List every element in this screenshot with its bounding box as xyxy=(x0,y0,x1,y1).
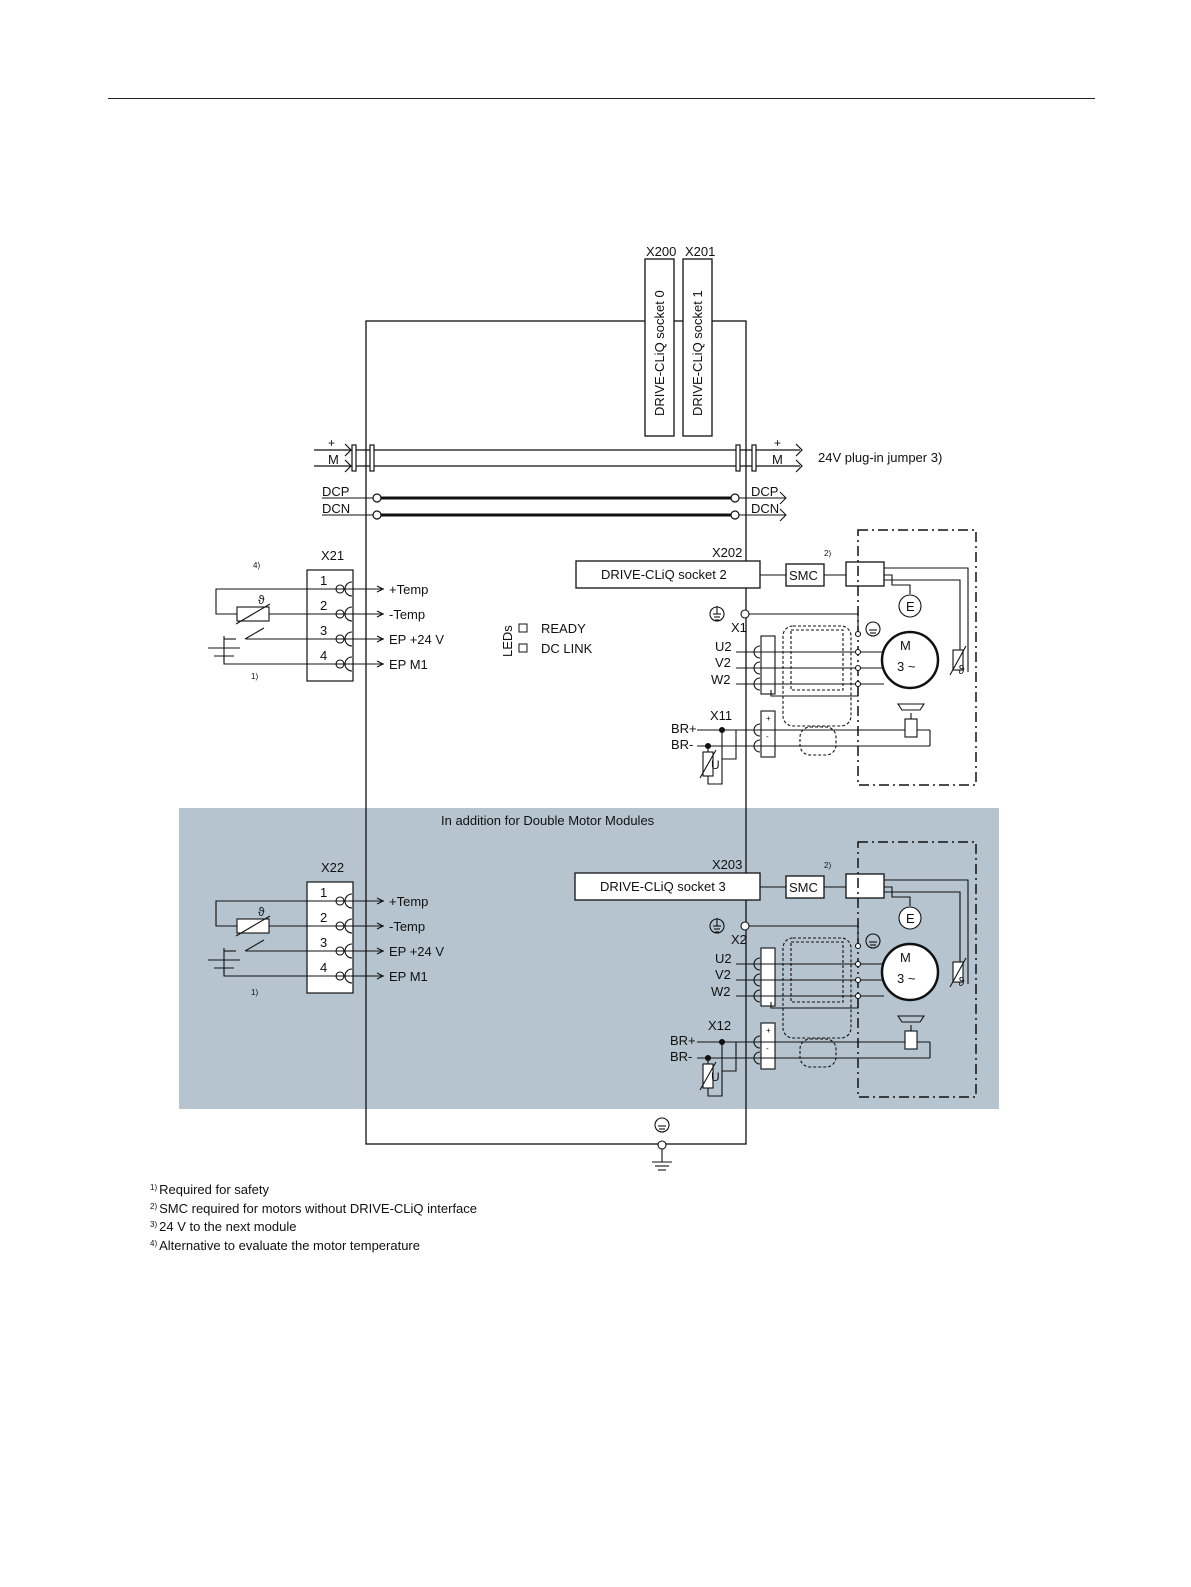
motor-1-phase: 3 ~ xyxy=(897,659,916,674)
motor-2-theta: ϑ xyxy=(958,975,965,989)
x12-label: X12 xyxy=(708,1018,731,1033)
x202-label: X202 xyxy=(712,545,742,560)
encoder-1-label: E xyxy=(906,599,915,614)
x22-pin2: 2 xyxy=(320,910,327,925)
leds-title: LEDs xyxy=(500,625,515,657)
x22-label: X22 xyxy=(321,860,344,875)
x22-ref1: 1) xyxy=(251,988,258,997)
br-plus-2: BR+ xyxy=(670,1033,696,1048)
x21-pin4: 4 xyxy=(320,648,327,663)
bus-plus-left: + xyxy=(328,436,335,450)
x22-temp-plus: +Temp xyxy=(389,894,428,909)
drive-cliq-socket-1: DRIVE-CLiQ socket 1 xyxy=(682,258,713,437)
module-housing xyxy=(365,320,747,1145)
x11-plus: + xyxy=(766,714,771,723)
x21-ep24: EP +24 V xyxy=(389,632,444,647)
x21-pin2: 2 xyxy=(320,598,327,613)
motor-channel-2: X203 DRIVE-CLiQ socket 3 xyxy=(574,841,977,1098)
dcp-left: DCP xyxy=(322,484,349,499)
x21-temp-minus: -Temp xyxy=(389,607,425,622)
x22-pin1: 1 xyxy=(320,885,327,900)
jumper-label: 24V plug-in jumper 3) xyxy=(818,450,942,465)
motor-2-phase: 3 ~ xyxy=(897,971,916,986)
led-ready xyxy=(518,623,528,633)
dcp-right: DCP xyxy=(751,484,778,499)
module-ground xyxy=(652,1117,672,1171)
led-dclink xyxy=(518,643,528,653)
x21-ref4: 4) xyxy=(253,561,260,570)
br-minus-2: BR- xyxy=(670,1049,692,1064)
footnote-4: 4)Alternative to evaluate the motor temp… xyxy=(150,1237,420,1253)
double-motor-section xyxy=(179,808,999,1109)
motor-2-m: M xyxy=(900,950,911,965)
led-ready-label: READY xyxy=(541,621,586,636)
x21-theta: ϑ xyxy=(258,593,265,607)
x21-pin1: 1 xyxy=(320,573,327,588)
x11-label: X11 xyxy=(710,708,732,723)
br-plus-1: BR+ xyxy=(671,721,697,736)
socket-1-label: DRIVE-CLiQ socket 1 xyxy=(690,290,705,416)
socket-0-label: DRIVE-CLiQ socket 0 xyxy=(652,290,667,416)
x21-terminal-block: X21 xyxy=(208,548,444,682)
section-title: In addition for Double Motor Modules xyxy=(441,813,655,828)
encoder-2-label: E xyxy=(906,911,915,926)
x201-label: X201 xyxy=(685,244,715,259)
bus-24v xyxy=(314,443,803,473)
x2-label: X2 xyxy=(731,932,747,947)
x22-terminal-block: X22 xyxy=(208,860,444,997)
socket-2-label: DRIVE-CLiQ socket 2 xyxy=(601,567,727,582)
smc-2-ref: 2) xyxy=(824,861,831,870)
drive-cliq-socket-0: DRIVE-CLiQ socket 0 xyxy=(644,258,675,437)
x11-minus: - xyxy=(766,732,769,741)
x12-plus: + xyxy=(766,1026,771,1035)
motor-1-m: M xyxy=(900,638,911,653)
bus-m-left: M xyxy=(328,452,339,467)
dcn-left: DCN xyxy=(322,501,350,516)
drive-cliq-socket-3 xyxy=(574,872,761,901)
x22-theta: ϑ xyxy=(258,905,265,919)
x22-ep24: EP +24 V xyxy=(389,944,444,959)
x203-label: X203 xyxy=(712,857,742,872)
smc-2-label: SMC xyxy=(789,880,818,895)
led-dclink-label: DC LINK xyxy=(541,641,593,656)
br-minus-1: BR- xyxy=(671,737,693,752)
motor-1-theta: ϑ xyxy=(958,663,965,677)
header-rule xyxy=(108,98,1095,99)
x21-pin3: 3 xyxy=(320,623,327,638)
varistor-1-u: U xyxy=(711,758,720,772)
motor-channel-1: X202 DRIVE-CLiQ socket 2 xyxy=(575,529,977,786)
socket-3-label: DRIVE-CLiQ socket 3 xyxy=(600,879,726,894)
smc-1-ref: 2) xyxy=(824,549,831,558)
x22-temp-minus: -Temp xyxy=(389,919,425,934)
x1-label: X1 xyxy=(731,620,747,635)
x22-epm1: EP M1 xyxy=(389,969,428,984)
footnote-2: 2)SMC required for motors without DRIVE-… xyxy=(150,1200,478,1216)
dcn-right: DCN xyxy=(751,501,779,516)
x22-pin3: 3 xyxy=(320,935,327,950)
x22-pin4: 4 xyxy=(320,960,327,975)
footnotes: 1)Required for safety 2)SMC required for… xyxy=(150,1180,750,1254)
x1-w2: W2 xyxy=(711,672,731,687)
x1-u2: U2 xyxy=(715,639,732,654)
x1-v2: V2 xyxy=(715,655,731,670)
x2-v2: V2 xyxy=(715,967,731,982)
smc-1-label: SMC xyxy=(789,568,818,583)
bus-m-right: M xyxy=(772,452,783,467)
x21-epm1: EP M1 xyxy=(389,657,428,672)
footnote-3: 3)24 V to the next module xyxy=(150,1219,297,1234)
x21-ref1: 1) xyxy=(251,672,258,681)
x2-u2: U2 xyxy=(715,951,732,966)
varistor-2-u: U xyxy=(711,1070,720,1084)
bus-plus-right: + xyxy=(774,436,781,450)
dc-link-bus xyxy=(322,491,787,522)
x200-label: X200 xyxy=(646,244,676,259)
x21-temp-plus: +Temp xyxy=(389,582,428,597)
footnote-1: 1)Required for safety xyxy=(150,1182,269,1197)
x2-w2: W2 xyxy=(711,984,731,999)
x21-label: X21 xyxy=(321,548,344,563)
x12-minus: - xyxy=(766,1044,769,1053)
